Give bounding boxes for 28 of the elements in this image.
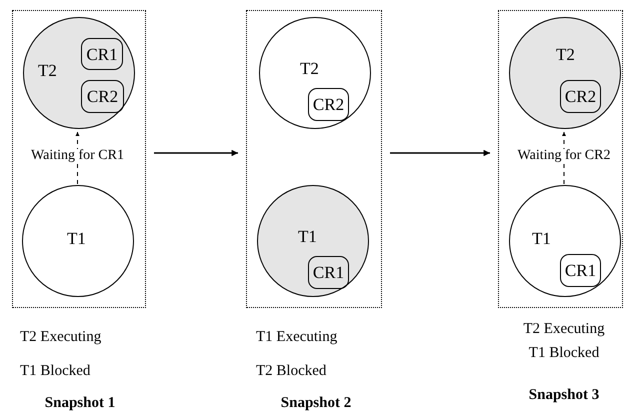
resource-box: CR2 bbox=[308, 88, 349, 121]
task-status: T2 Blocked bbox=[256, 364, 328, 379]
snapshot-frame bbox=[498, 10, 623, 308]
task-label: T2 bbox=[300, 60, 319, 77]
resource-box: CR2 bbox=[560, 80, 601, 113]
edge-label: Waiting for CR2 bbox=[516, 149, 612, 163]
task-status: T1 Executing bbox=[256, 330, 338, 345]
resource-box: CR1 bbox=[81, 38, 123, 70]
task-label: T2 bbox=[38, 62, 57, 79]
task-label: T1 bbox=[67, 230, 86, 247]
resource-box: CR1 bbox=[308, 256, 349, 289]
task-label: T2 bbox=[556, 46, 575, 63]
arrow bbox=[154, 150, 238, 156]
snapshot-caption: Snapshot 2 bbox=[280, 396, 352, 411]
snapshot-frame bbox=[12, 10, 146, 308]
snapshot-frame bbox=[246, 10, 382, 308]
task-status: T1 Blocked bbox=[20, 364, 92, 379]
resource-box: CR1 bbox=[560, 254, 601, 287]
task-status: T1 Blocked bbox=[528, 346, 600, 361]
task-label: T1 bbox=[298, 228, 317, 245]
snapshot-caption: Snapshot 1 bbox=[44, 396, 116, 411]
task-status: T2 Executing bbox=[522, 322, 606, 337]
edge-label: Waiting for CR1 bbox=[30, 149, 125, 163]
task-label: T1 bbox=[532, 230, 551, 247]
task-status: T2 Executing bbox=[20, 330, 102, 345]
arrow bbox=[390, 150, 490, 156]
snapshot-caption: Snapshot 3 bbox=[528, 388, 600, 403]
resource-box: CR2 bbox=[81, 80, 124, 113]
